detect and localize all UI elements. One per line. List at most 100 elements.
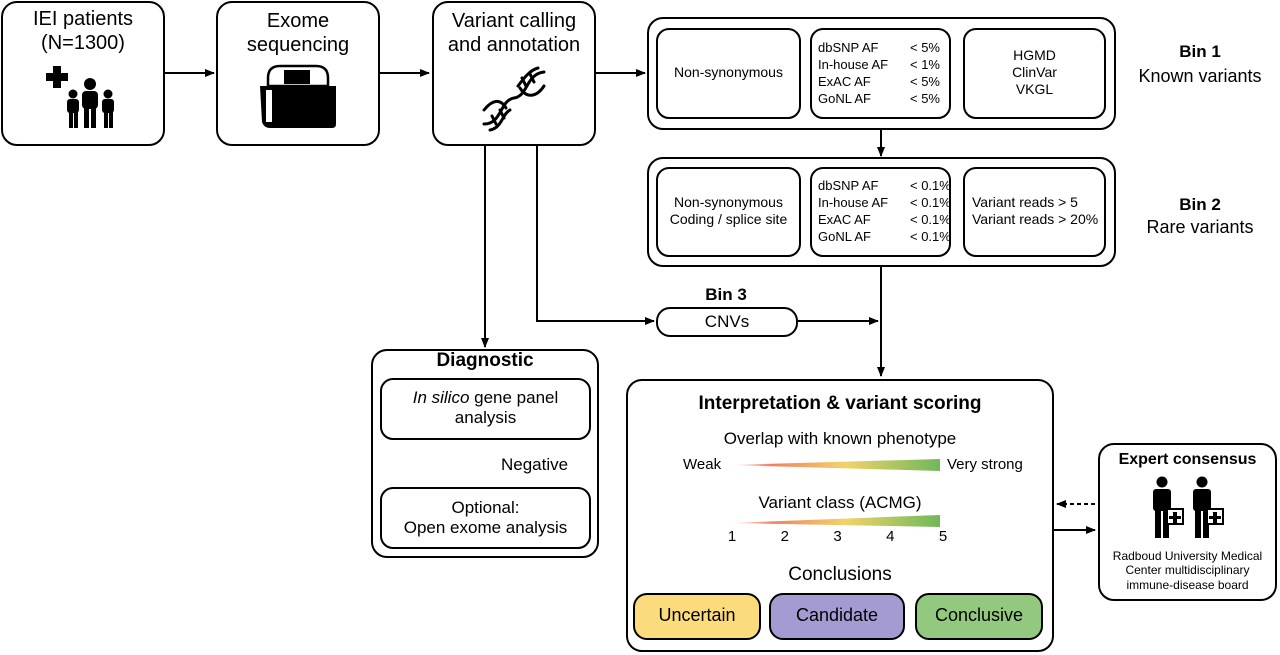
bin1-af-label: ExAC AF xyxy=(818,74,871,89)
open-exome-line1: Optional: xyxy=(451,498,520,517)
arrow-calling-to-bin3 xyxy=(536,146,655,325)
bin2-af-row: GoNL AF < 0.1% xyxy=(818,229,951,246)
bin2-af-label: ExAC AF xyxy=(818,212,871,227)
calling-title: Variant calling and annotation xyxy=(432,9,596,57)
gene-panel-text: gene panel xyxy=(469,388,559,407)
exome-title: Exome sequencing xyxy=(216,9,380,57)
sequencer-icon xyxy=(260,64,336,128)
bin1-filter-box xyxy=(656,28,801,119)
exome-title-line1: Exome xyxy=(266,10,330,32)
acmg-tick-label: 1 xyxy=(727,528,737,545)
patients-box xyxy=(1,1,165,146)
patients-count: (N=1300) xyxy=(41,32,125,54)
bin1-database: ClinVar xyxy=(1012,63,1057,80)
variant-class-title: Variant class (ACMG) xyxy=(758,493,922,512)
bin1-db-box xyxy=(963,28,1106,119)
bin2-filter-label: Non-synonymous Coding / splice site xyxy=(656,194,801,228)
bin1-af-value: < 5% xyxy=(910,91,940,106)
diagnostic-title: Diagnostic xyxy=(436,350,534,371)
bin2-reads-line2: Variant reads > 20% xyxy=(972,210,1099,227)
calling-title-line1: Variant calling xyxy=(451,10,577,32)
bin2-af-box xyxy=(810,167,951,257)
bin2-af-value: < 0.1% xyxy=(910,195,951,210)
variant-class-gradient-wedge xyxy=(729,515,940,527)
gene-panel-label: In silico gene panel analysis xyxy=(380,388,591,429)
bin1-filter-label: Non-synonymous xyxy=(674,64,783,80)
conclusion-uncertain: Uncertain xyxy=(633,593,761,640)
exome-title-line2: sequencing xyxy=(246,34,350,56)
bin2-filter-box xyxy=(656,167,801,257)
bin2-af-label: In-house AF xyxy=(818,195,889,210)
bin2-af-row: ExAC AF < 0.1% xyxy=(818,212,951,229)
open-exome-box xyxy=(380,487,591,549)
acmg-tick-label: 5 xyxy=(938,528,948,545)
negative-label: Negative xyxy=(501,455,569,474)
bin2-af-value: < 0.1% xyxy=(910,212,951,227)
bin2-af-label: GoNL AF xyxy=(818,229,871,244)
acmg-tick-label: 2 xyxy=(780,528,789,545)
bin3-cnv-pill: CNVs xyxy=(656,307,798,337)
bin1-subtitle: Known variants xyxy=(1138,66,1262,86)
bin2-af-row: dbSNP AF < 0.1% xyxy=(818,178,951,195)
calling-title-line2: and annotation xyxy=(447,34,581,56)
bin1-database: VKGL xyxy=(1015,80,1054,97)
weak-label: Weak xyxy=(683,456,722,473)
acmg-tick-label: 4 xyxy=(886,528,895,545)
bin2-filter-line1: Non-synonymous xyxy=(674,194,783,210)
bin1-af-row: GoNL AF < 5% xyxy=(818,91,948,108)
bin1-title: Bin 1 xyxy=(1179,42,1221,61)
bin1-af-row: ExAC AF < 5% xyxy=(818,74,948,91)
bin2-reads-box xyxy=(963,167,1106,257)
bin1-af-box xyxy=(810,28,951,119)
bin1-af-row: dbSNP AF < 5% xyxy=(818,40,948,57)
bin2-af-value: < 0.1% xyxy=(910,178,951,193)
bin1-af-value: < 1% xyxy=(910,57,940,72)
bin1-af-row: In-house AF < 1% xyxy=(818,57,948,74)
bin2-af-row: In-house AF < 0.1% xyxy=(818,195,951,212)
patients-title-line1: IEI patients xyxy=(32,8,134,30)
bin2-af-value: < 0.1% xyxy=(910,229,951,244)
gene-panel-box xyxy=(380,378,591,440)
patients-icon xyxy=(46,66,114,128)
bin2-title: Bin 2 xyxy=(1179,195,1221,214)
bin1-af-value: < 5% xyxy=(910,74,940,89)
overlap-gradient-wedge xyxy=(729,459,940,471)
patients-title: IEI patients (N=1300) xyxy=(1,7,165,55)
bin1-database: HGMD xyxy=(1013,47,1056,63)
conclusion-candidate: Candidate xyxy=(769,593,905,640)
in-silico-text: In silico xyxy=(412,388,470,407)
bin1-af-list: dbSNP AF< 5%In-house AF< 1%ExAC AF< 5%Go… xyxy=(818,40,948,110)
bin2-reads-line1: Variant reads > 5 xyxy=(972,194,1078,210)
interpretation-title: Interpretation & variant scoring xyxy=(698,393,982,414)
bin2-reads-list: Variant reads > 5 Variant reads > 20% xyxy=(972,194,1098,228)
calling-box xyxy=(432,1,596,146)
expert-box xyxy=(1098,443,1277,601)
open-exome-label: Optional: Open exome analysis xyxy=(380,498,591,539)
bin1-af-label: dbSNP AF xyxy=(818,40,879,55)
bin1-af-label: In-house AF xyxy=(818,57,889,72)
bin2-af-label: dbSNP AF xyxy=(818,178,879,193)
gene-panel-line1: In silico gene panel xyxy=(380,388,591,408)
gene-panel-line2: analysis xyxy=(454,408,517,428)
expert-desc-line2: Center multidisciplinary xyxy=(1125,563,1250,578)
conclusions-title: Conclusions xyxy=(788,564,892,585)
expert-desc-line3: immune-disease board xyxy=(1126,577,1249,592)
expert-description: Radboud University Medical Center multid… xyxy=(1098,549,1277,592)
bin1-af-label: GoNL AF xyxy=(818,91,871,106)
conclusion-conclusive: Conclusive xyxy=(915,593,1043,640)
open-exome-line2: Open exome analysis xyxy=(403,518,568,538)
acmg-scale: 1 2 3 4 5 xyxy=(728,528,947,546)
bin2-filter-line2: Coding / splice site xyxy=(669,210,788,227)
bin1-af-value: < 5% xyxy=(910,40,940,55)
dna-icon xyxy=(482,66,546,132)
bin3-title: Bin 3 xyxy=(705,285,747,304)
acmg-tick-label: 3 xyxy=(833,528,842,545)
bin2-subtitle: Rare variants xyxy=(1146,217,1254,237)
bin2-af-list: dbSNP AF < 0.1% In-house AF < 0.1% ExAC AF < … xyxy=(818,178,951,248)
overlap-title: Overlap with known phenotype xyxy=(723,429,957,448)
expert-title: Expert consensus xyxy=(1118,451,1257,468)
expert-desc-line1: Radboud University Medical xyxy=(1112,549,1263,563)
doctors-icon xyxy=(1153,476,1224,538)
